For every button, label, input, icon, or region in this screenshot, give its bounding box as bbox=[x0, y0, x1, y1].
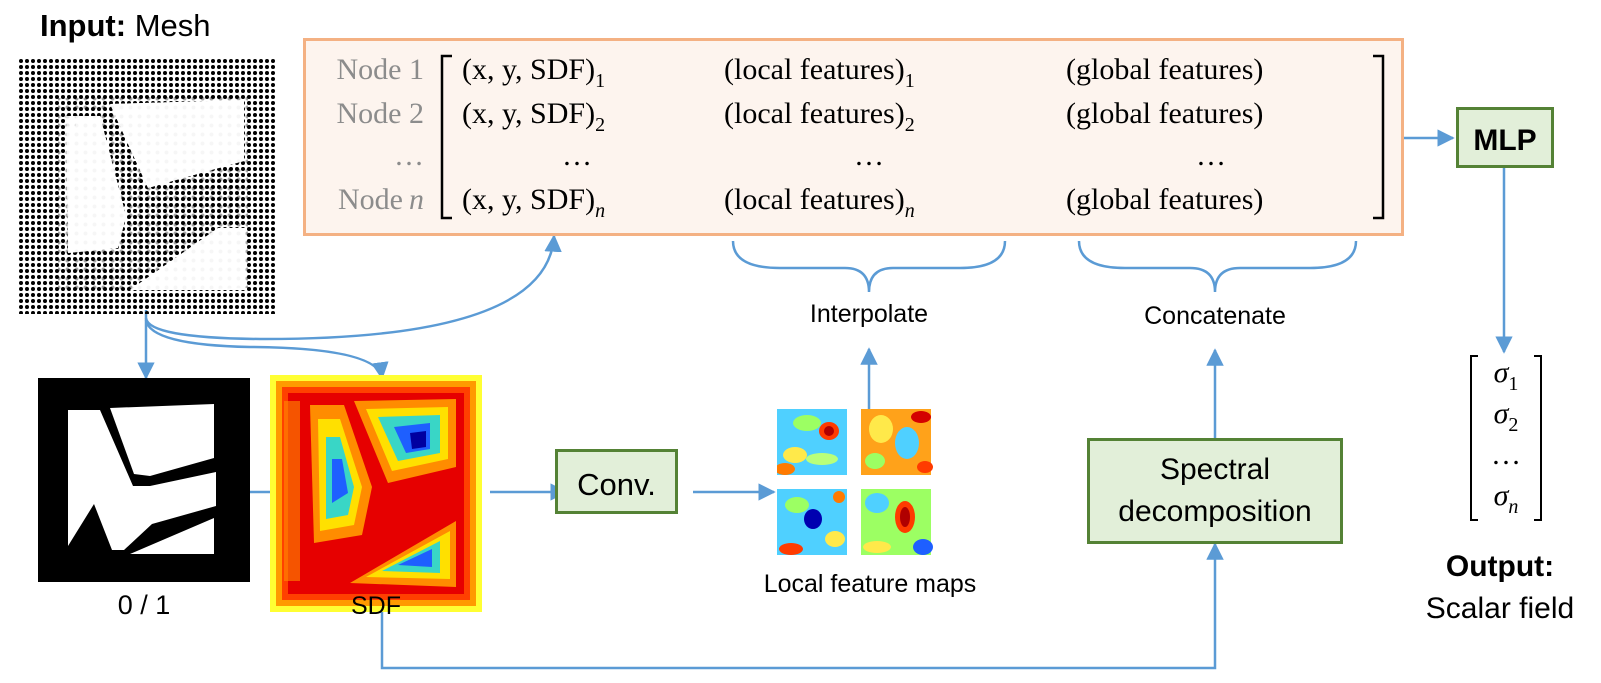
concatenate-label: Concatenate bbox=[1144, 302, 1286, 330]
output-vector-symbol: σ bbox=[1493, 356, 1509, 389]
spectral-box: Spectral decomposition bbox=[1087, 438, 1343, 544]
sdf-heatmap bbox=[270, 375, 482, 612]
matrix-cell-subscript: n bbox=[595, 200, 606, 222]
arrow-mesh-to-sdf bbox=[144, 319, 389, 380]
mesh-pointcloud bbox=[18, 58, 276, 314]
matrix-cell-r3-global: … bbox=[1066, 136, 1356, 176]
output-vector-symbol: σ bbox=[1493, 479, 1509, 512]
matrix-cell-subscript: 1 bbox=[595, 70, 606, 92]
matrix-cell-r3-local: … bbox=[724, 136, 1014, 176]
matrix-cell-text: Node 1 bbox=[336, 53, 424, 86]
matrix-cell-r2-local: (local features)2 bbox=[724, 94, 1014, 145]
input-label-bold: Input: bbox=[40, 8, 127, 43]
matrix-cell-subscript: n bbox=[904, 200, 915, 222]
matrix-cell-r1-xy: (x, y, SDF)1 bbox=[462, 50, 692, 101]
output-vector-entry: σ1 bbox=[1468, 352, 1544, 395]
output-vector-brackets bbox=[1470, 355, 1542, 521]
sdf-image bbox=[270, 375, 482, 612]
matrix-cell-text: … bbox=[854, 139, 884, 172]
feature-map-1 bbox=[775, 409, 847, 475]
spectral-label-2: decomposition bbox=[1118, 495, 1312, 528]
matrix-cell-r1-node: Node 1 bbox=[312, 50, 424, 90]
feature-maps-grid bbox=[775, 409, 933, 555]
node-feature-matrix bbox=[303, 38, 1404, 236]
matrix-cell-text: (local features) bbox=[724, 97, 905, 130]
binary-image bbox=[38, 378, 250, 582]
matrix-cell-r2-global: (global features) bbox=[1066, 94, 1356, 134]
output-vector-entry: … bbox=[1491, 438, 1521, 471]
matrix-cell-r2-node: Node 2 bbox=[312, 94, 424, 134]
output-label: Output: Scalar field bbox=[1400, 546, 1600, 630]
arrow-mesh-to-matrix bbox=[144, 234, 562, 341]
interpolate-label: Interpolate bbox=[809, 300, 929, 328]
matrix-cell-r4-local: (local features)n bbox=[724, 180, 1014, 231]
matrix-cell-text: Node bbox=[338, 183, 403, 216]
matrix-cell-text: (local features) bbox=[724, 183, 905, 216]
matrix-cell-r3-xy: … bbox=[462, 136, 692, 176]
matrix-cell-text: (x, y, SDF) bbox=[462, 53, 596, 86]
conv-box: Conv. bbox=[555, 449, 678, 514]
feature-map-3 bbox=[777, 489, 847, 555]
matrix-cell-subscript: 1 bbox=[904, 70, 915, 92]
matrix-cell-text: Node 2 bbox=[336, 97, 424, 130]
matrix-cell-text: … bbox=[562, 139, 592, 172]
mlp-box: MLP bbox=[1456, 107, 1554, 168]
feature-maps-label: Local feature maps bbox=[763, 570, 977, 598]
matrix-cell-r2-xy: (x, y, SDF)2 bbox=[462, 94, 692, 145]
feature-maps bbox=[775, 409, 949, 567]
output-label-text: Scalar field bbox=[1425, 592, 1575, 625]
input-label-text: Mesh bbox=[134, 8, 211, 43]
matrix-cell-text: (global features) bbox=[1066, 183, 1264, 216]
sdf-label: SDF bbox=[351, 592, 401, 620]
binary-label: 0 / 1 bbox=[117, 590, 171, 620]
matrix-cell-subscript: n bbox=[409, 183, 424, 216]
matrix-brackets bbox=[440, 54, 1385, 220]
matrix-cell-r4-global: (global features) bbox=[1066, 180, 1356, 220]
output-vector-subscript: n bbox=[1508, 496, 1519, 518]
matrix-cell-text: (global features) bbox=[1066, 97, 1264, 130]
matrix-cell-text: … bbox=[394, 139, 424, 172]
matrix-cell-text: (global features) bbox=[1066, 53, 1264, 86]
feature-map-4 bbox=[861, 489, 933, 555]
binary-shape bbox=[68, 404, 216, 554]
output-vector-subscript: 2 bbox=[1508, 414, 1519, 436]
output-vector-entry: σ2 bbox=[1468, 393, 1544, 436]
matrix-cell-r4-xy: (x, y, SDF)n bbox=[462, 180, 692, 231]
output-vector-symbol: σ bbox=[1493, 397, 1509, 430]
output-vector-subscript: 1 bbox=[1508, 373, 1519, 395]
matrix-cell-subscript: 2 bbox=[904, 114, 915, 136]
brace-local-features bbox=[731, 240, 1007, 293]
matrix-cell-r1-local: (local features)1 bbox=[724, 50, 1014, 101]
output-vector-entry: σn bbox=[1468, 475, 1544, 518]
matrix-cell-r1-global: (global features) bbox=[1066, 50, 1356, 90]
arrow-sdf-to-spectral bbox=[380, 542, 1224, 670]
feature-map-2 bbox=[861, 409, 933, 475]
output-label-bold: Output: bbox=[1445, 550, 1555, 583]
matrix-cell-text: (x, y, SDF) bbox=[462, 97, 596, 130]
spectral-label-1: Spectral bbox=[1159, 453, 1271, 486]
matrix-cell-text: … bbox=[1196, 139, 1226, 172]
input-label: Input: Mesh bbox=[40, 8, 211, 44]
brace-global-features bbox=[1077, 240, 1358, 293]
matrix-cell-text: (local features) bbox=[724, 53, 905, 86]
matrix-cell-subscript: 2 bbox=[595, 114, 606, 136]
matrix-cell-r3-node: … bbox=[312, 136, 424, 176]
mesh-image bbox=[18, 58, 276, 314]
matrix-cell-text: (x, y, SDF) bbox=[462, 183, 596, 216]
